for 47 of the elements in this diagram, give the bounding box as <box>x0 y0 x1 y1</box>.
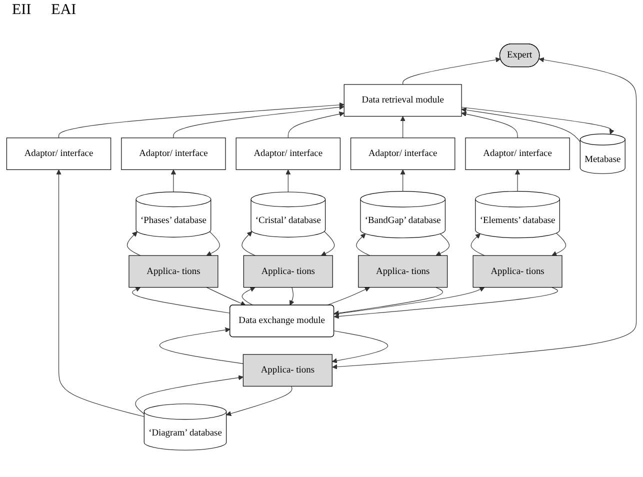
arrow <box>56 169 144 417</box>
arrow <box>206 287 246 306</box>
node-box: Adaptor/ interface <box>6 138 112 170</box>
arrow <box>242 287 256 306</box>
arrow <box>326 287 370 306</box>
arrow <box>334 287 485 314</box>
arrow <box>206 231 220 256</box>
arrow <box>288 112 344 138</box>
arrow <box>334 287 558 319</box>
arrow <box>334 287 443 316</box>
arrow <box>461 107 580 142</box>
arrow <box>470 233 485 256</box>
section-label: EII <box>12 2 32 19</box>
node-box: Adaptor/ interface <box>465 138 570 170</box>
arrow <box>173 104 344 138</box>
node-box: Applica- tions <box>243 255 333 288</box>
arrow <box>226 386 292 416</box>
arrow <box>290 287 294 306</box>
arrow <box>135 375 244 414</box>
arrow <box>58 102 344 138</box>
arrow <box>400 116 406 138</box>
arrow <box>400 169 406 192</box>
arrow <box>160 327 244 364</box>
node-box: Applica- tions <box>472 255 562 288</box>
node-box: Adaptor/ interface <box>121 138 226 170</box>
arrow <box>436 233 450 256</box>
arrow <box>552 232 566 256</box>
arrow <box>332 330 388 364</box>
node-box: Adaptor/ interface <box>236 138 340 170</box>
arrow <box>514 169 520 192</box>
arrow <box>242 231 256 256</box>
arrow <box>332 57 637 370</box>
node-box: Data retrieval module <box>344 84 462 117</box>
arrow <box>132 287 230 314</box>
node-box: Applica- tions <box>242 354 332 387</box>
arrow <box>461 106 614 134</box>
node-box: Applica- tions <box>128 255 218 288</box>
arrow <box>402 57 501 85</box>
arrow <box>286 169 291 192</box>
arrow <box>126 231 141 256</box>
arrow <box>321 231 335 256</box>
arrow <box>461 112 518 138</box>
section-label: EAI <box>51 2 76 19</box>
arrow <box>170 169 176 192</box>
arrow <box>356 234 370 256</box>
node-box: Applica- tions <box>358 255 448 288</box>
node-box: Adaptor/ interface <box>350 138 456 170</box>
